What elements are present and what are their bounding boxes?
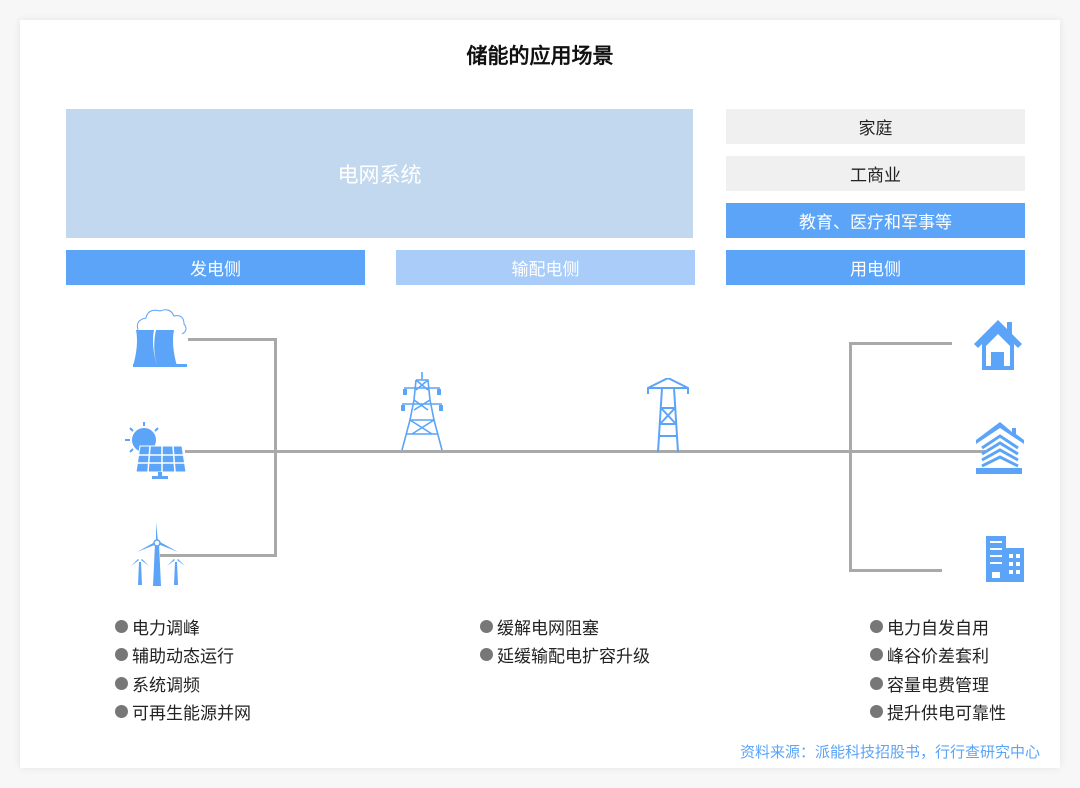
list-item-label: 缓解电网阻塞 xyxy=(497,618,599,639)
education-medical-military-box: 教育、医疗和军事等 xyxy=(726,203,1025,238)
list-item: 可再生能源并网 xyxy=(115,698,251,727)
transmission-side-bar: 输配电侧 xyxy=(396,250,695,285)
office-building-icon xyxy=(986,536,1024,582)
list-item: 延缓输配电扩容升级 xyxy=(480,641,650,670)
list-item-label: 电力调峰 xyxy=(132,618,200,639)
apartment-building-icon xyxy=(976,422,1024,474)
power-pylon-icon xyxy=(647,378,689,452)
connector-line xyxy=(274,338,277,557)
household-box: 家庭 xyxy=(726,109,1025,144)
list-item: 辅助动态运行 xyxy=(115,641,251,670)
solar-panel-icon xyxy=(125,422,187,479)
house-icon xyxy=(974,320,1022,370)
bullet-icon xyxy=(870,705,883,719)
power-plant-icon xyxy=(133,309,187,367)
list-item: 提升供电可靠性 xyxy=(870,698,1006,727)
bullet-icon xyxy=(870,619,883,633)
connector-line xyxy=(849,569,942,572)
transmission-benefits-list: 缓解电网阻塞 延缓输配电扩容升级 xyxy=(480,612,650,669)
list-item-label: 延缓输配电扩容升级 xyxy=(497,647,650,668)
bullet-icon xyxy=(115,648,128,662)
main-power-line xyxy=(185,450,985,453)
bullet-icon xyxy=(870,648,883,662)
bullet-icon xyxy=(480,648,493,662)
connector-line xyxy=(849,342,952,345)
list-item: 峰谷价差套利 xyxy=(870,641,1006,670)
list-item-label: 电力自发自用 xyxy=(887,618,989,639)
generation-side-bar: 发电侧 xyxy=(66,250,365,285)
list-item: 容量电费管理 xyxy=(870,669,1006,698)
consumption-benefits-list: 电力自发自用 峰谷价差套利 容量电费管理 提升供电可靠性 xyxy=(870,612,1006,726)
bullet-icon xyxy=(870,676,883,690)
wind-turbine-icon xyxy=(131,522,185,586)
list-item: 电力自发自用 xyxy=(870,612,1006,641)
list-item: 电力调峰 xyxy=(115,612,251,641)
list-item-label: 提升供电可靠性 xyxy=(887,704,1006,725)
connector-line xyxy=(160,554,277,557)
list-item-label: 容量电费管理 xyxy=(887,675,989,696)
grid-system-box: 电网系统 xyxy=(66,109,693,238)
commercial-box: 工商业 xyxy=(726,156,1025,191)
bullet-icon xyxy=(115,676,128,690)
bullet-icon xyxy=(115,619,128,633)
list-item-label: 辅助动态运行 xyxy=(132,647,234,668)
list-item: 缓解电网阻塞 xyxy=(480,612,650,641)
consumption-side-bar: 用电侧 xyxy=(726,250,1025,285)
list-item-label: 系统调频 xyxy=(132,675,200,696)
source-note: 资料来源：派能科技招股书，行行查研究中心 xyxy=(739,743,1040,761)
generation-benefits-list: 电力调峰 辅助动态运行 系统调频 可再生能源并网 xyxy=(115,612,251,726)
bullet-icon xyxy=(480,619,493,633)
connector-line xyxy=(188,338,277,341)
list-item-label: 峰谷价差套利 xyxy=(887,647,989,668)
diagram-title: 储能的应用场景 xyxy=(466,44,614,68)
connector-line xyxy=(849,342,852,571)
transmission-tower-icon xyxy=(401,372,443,451)
bullet-icon xyxy=(115,705,128,719)
list-item: 系统调频 xyxy=(115,669,251,698)
list-item-label: 可再生能源并网 xyxy=(132,704,251,725)
